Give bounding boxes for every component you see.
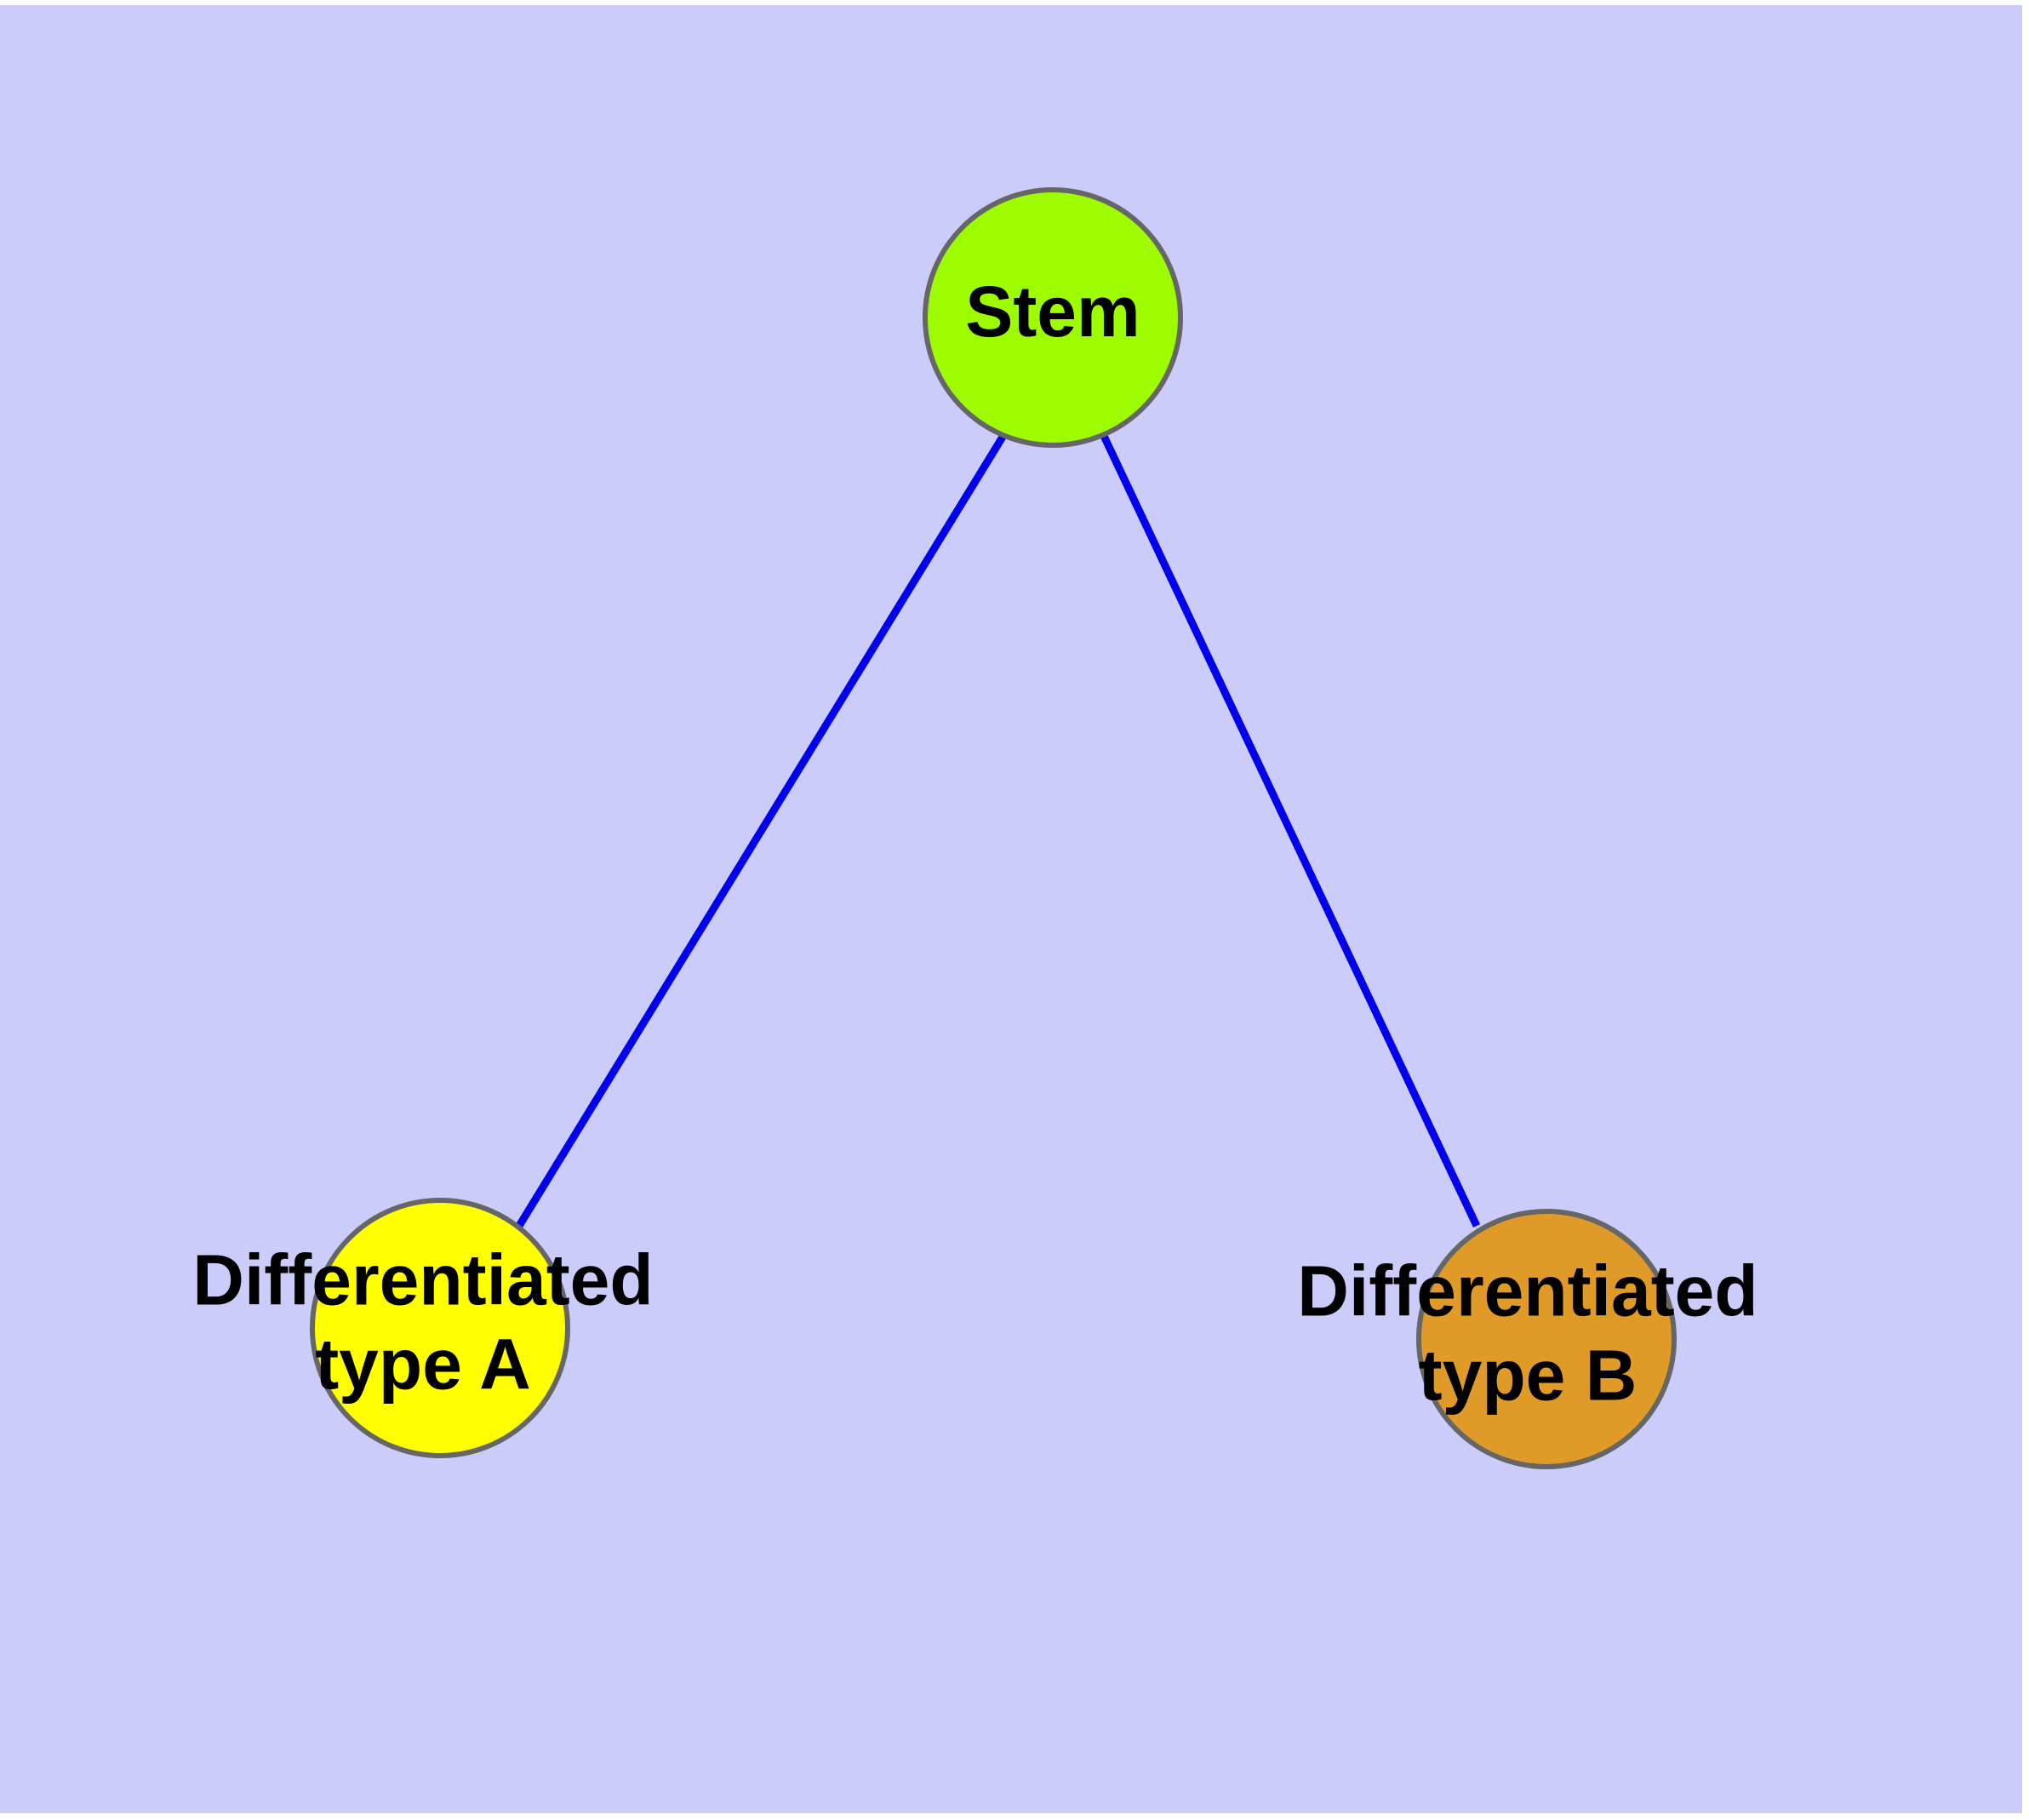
node-stem[interactable] (923, 187, 1183, 448)
node-differentiated-type-b[interactable] (1416, 1209, 1677, 1469)
label-line: Differentiated (1297, 1251, 1758, 1331)
node-stem-label: Stem (965, 272, 1140, 352)
node-stem-circle[interactable] (923, 187, 1183, 448)
edge-stem-to-differentiated-type-a (516, 432, 1008, 1228)
label-line: type B (1419, 1336, 1637, 1416)
edge-stem-to-differentiated-type-b (1099, 432, 1481, 1228)
node-differentiated-type-b-circle[interactable] (1416, 1209, 1677, 1469)
edges-layer (516, 432, 1481, 1228)
nodes-layer (310, 187, 1677, 1469)
label-line: type A (315, 1325, 531, 1405)
label-line: Stem (965, 272, 1140, 352)
node-differentiated-type-a[interactable] (310, 1198, 570, 1458)
label-line: Differentiated (192, 1240, 653, 1320)
node-differentiated-type-a-circle[interactable] (310, 1198, 570, 1458)
